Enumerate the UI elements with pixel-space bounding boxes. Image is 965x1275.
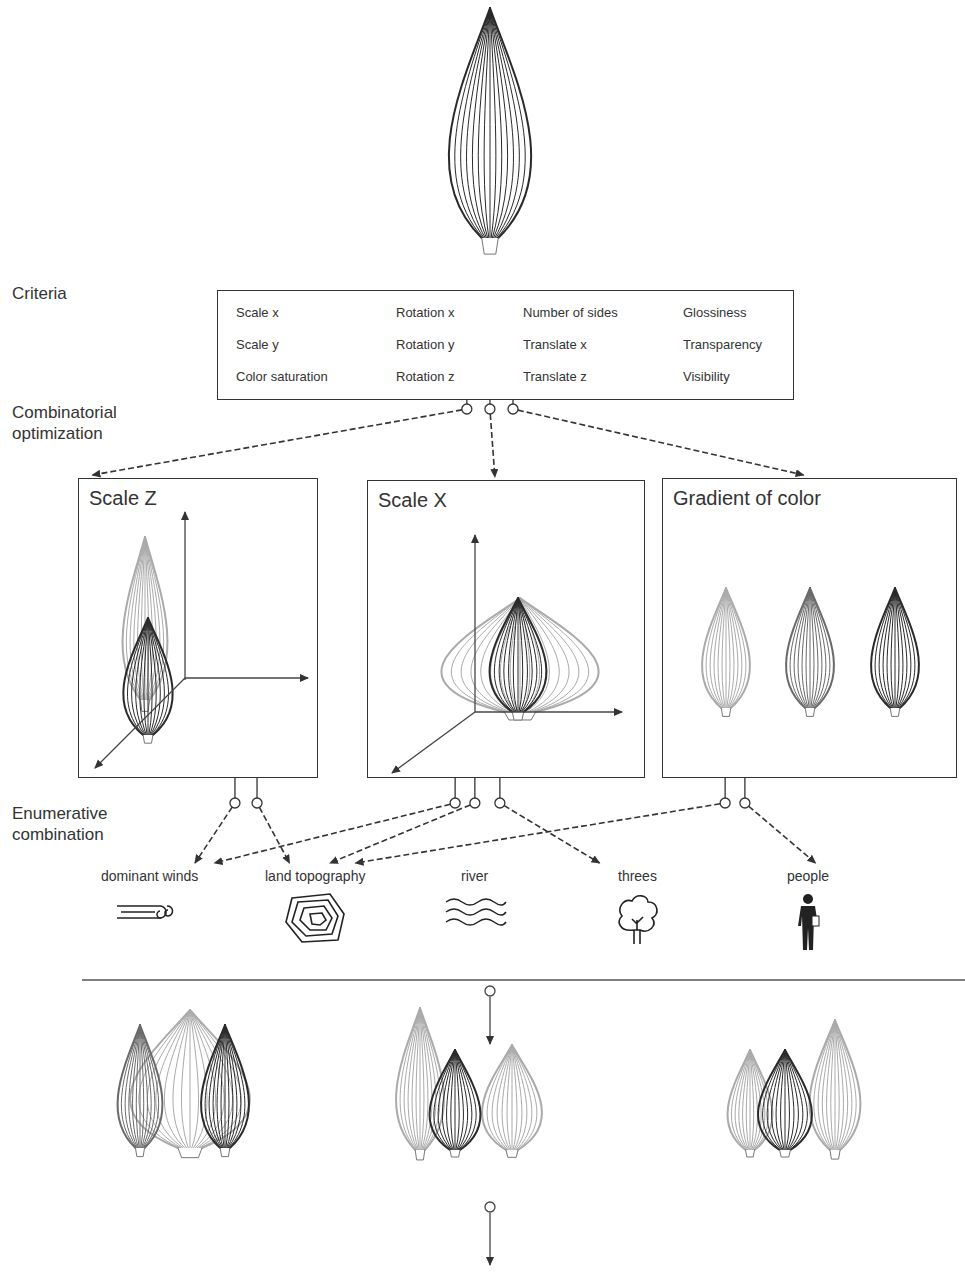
flow-arrow — [92, 400, 471, 475]
section-label: Criteria — [12, 283, 192, 304]
flow-arrow — [495, 778, 600, 863]
operation-box: Scale X — [367, 480, 645, 778]
item-label: land topography — [265, 868, 365, 884]
context-icon — [115, 892, 185, 932]
context-item: threes — [562, 866, 712, 956]
criterion-text: Translate z — [523, 369, 587, 384]
flow-arrow — [252, 778, 289, 863]
item-label: dominant winds — [101, 868, 198, 884]
section-label: Enumerative combination — [12, 803, 162, 845]
criterion-text: Color saturation — [236, 369, 328, 384]
context-icon — [612, 892, 662, 948]
flow-arrow — [485, 400, 495, 477]
context-icon — [788, 892, 828, 952]
criterion-text: Translate x — [523, 337, 587, 352]
context-item: land topography — [240, 866, 390, 956]
context-icon — [75, 892, 225, 936]
context-item: dominant winds — [75, 866, 225, 946]
context-icon — [400, 892, 550, 936]
context-icon — [440, 892, 510, 932]
box-heading: Gradient of color — [673, 487, 821, 510]
operation-box: Scale Z — [78, 478, 318, 778]
criterion-text: Visibility — [683, 369, 730, 384]
context-icon — [733, 892, 883, 956]
item-label: threes — [618, 868, 657, 884]
context-icon — [240, 892, 390, 948]
item-label: people — [787, 868, 829, 884]
criterion-text: Rotation z — [396, 369, 455, 384]
operation-box: Gradient of color — [662, 478, 957, 778]
box-heading: Scale X — [378, 489, 447, 512]
criterion-text: Glossiness — [683, 305, 747, 320]
flow-arrow — [508, 400, 804, 475]
criterion-text: Transparency — [683, 337, 762, 352]
section-label: Combinatorial optimization — [12, 402, 192, 444]
flow-arrow — [356, 778, 731, 863]
criterion-text: Scale y — [236, 337, 279, 352]
flow-arrow — [740, 778, 816, 863]
context-item: river — [400, 866, 550, 946]
box-heading: Scale Z — [89, 487, 157, 510]
flow-arrow — [330, 778, 480, 863]
criteria-box: Scale x Rotation x Number of sides Glossine… — [217, 290, 794, 400]
criterion-text: Rotation x — [396, 305, 455, 320]
criterion-text: Number of sides — [523, 305, 618, 320]
context-item: people — [733, 866, 883, 966]
criterion-text: Rotation y — [396, 337, 455, 352]
flow-arrow — [215, 778, 461, 863]
criterion-text: Scale x — [236, 305, 279, 320]
context-icon — [562, 892, 712, 952]
context-icon — [280, 892, 350, 944]
item-label: river — [461, 868, 488, 884]
flow-arrow — [195, 778, 240, 863]
